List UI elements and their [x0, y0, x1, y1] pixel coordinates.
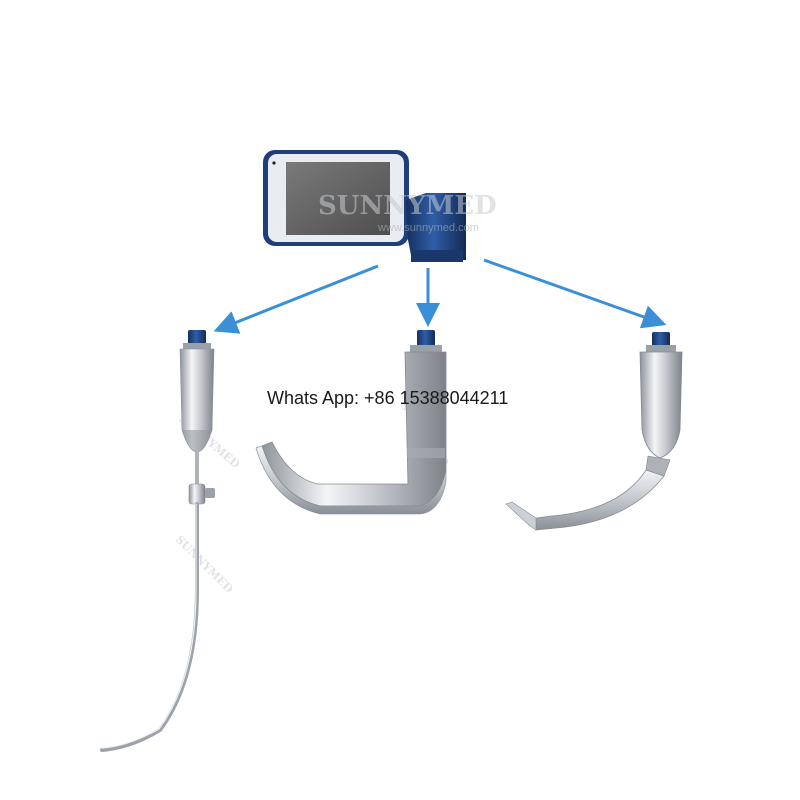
monitor-handle-connector [406, 193, 466, 262]
watermark-brand-small-3: SUNNYMED [173, 533, 236, 596]
arrow-to-miller-blade [483, 258, 667, 329]
arrow-to-stylet [213, 264, 379, 334]
monitor-screen [286, 162, 390, 235]
watermark-url: www.sunnymed.com [377, 222, 479, 234]
macintosh-blade [255, 330, 447, 515]
watermark-brand: SUNNYMED [318, 191, 497, 221]
video-monitor [263, 150, 409, 246]
stylet-blade [100, 330, 215, 752]
miller-blade [505, 332, 683, 531]
camera-dot [272, 161, 276, 165]
whatsapp-contact: Whats App: +86 15388044211 [267, 388, 509, 408]
